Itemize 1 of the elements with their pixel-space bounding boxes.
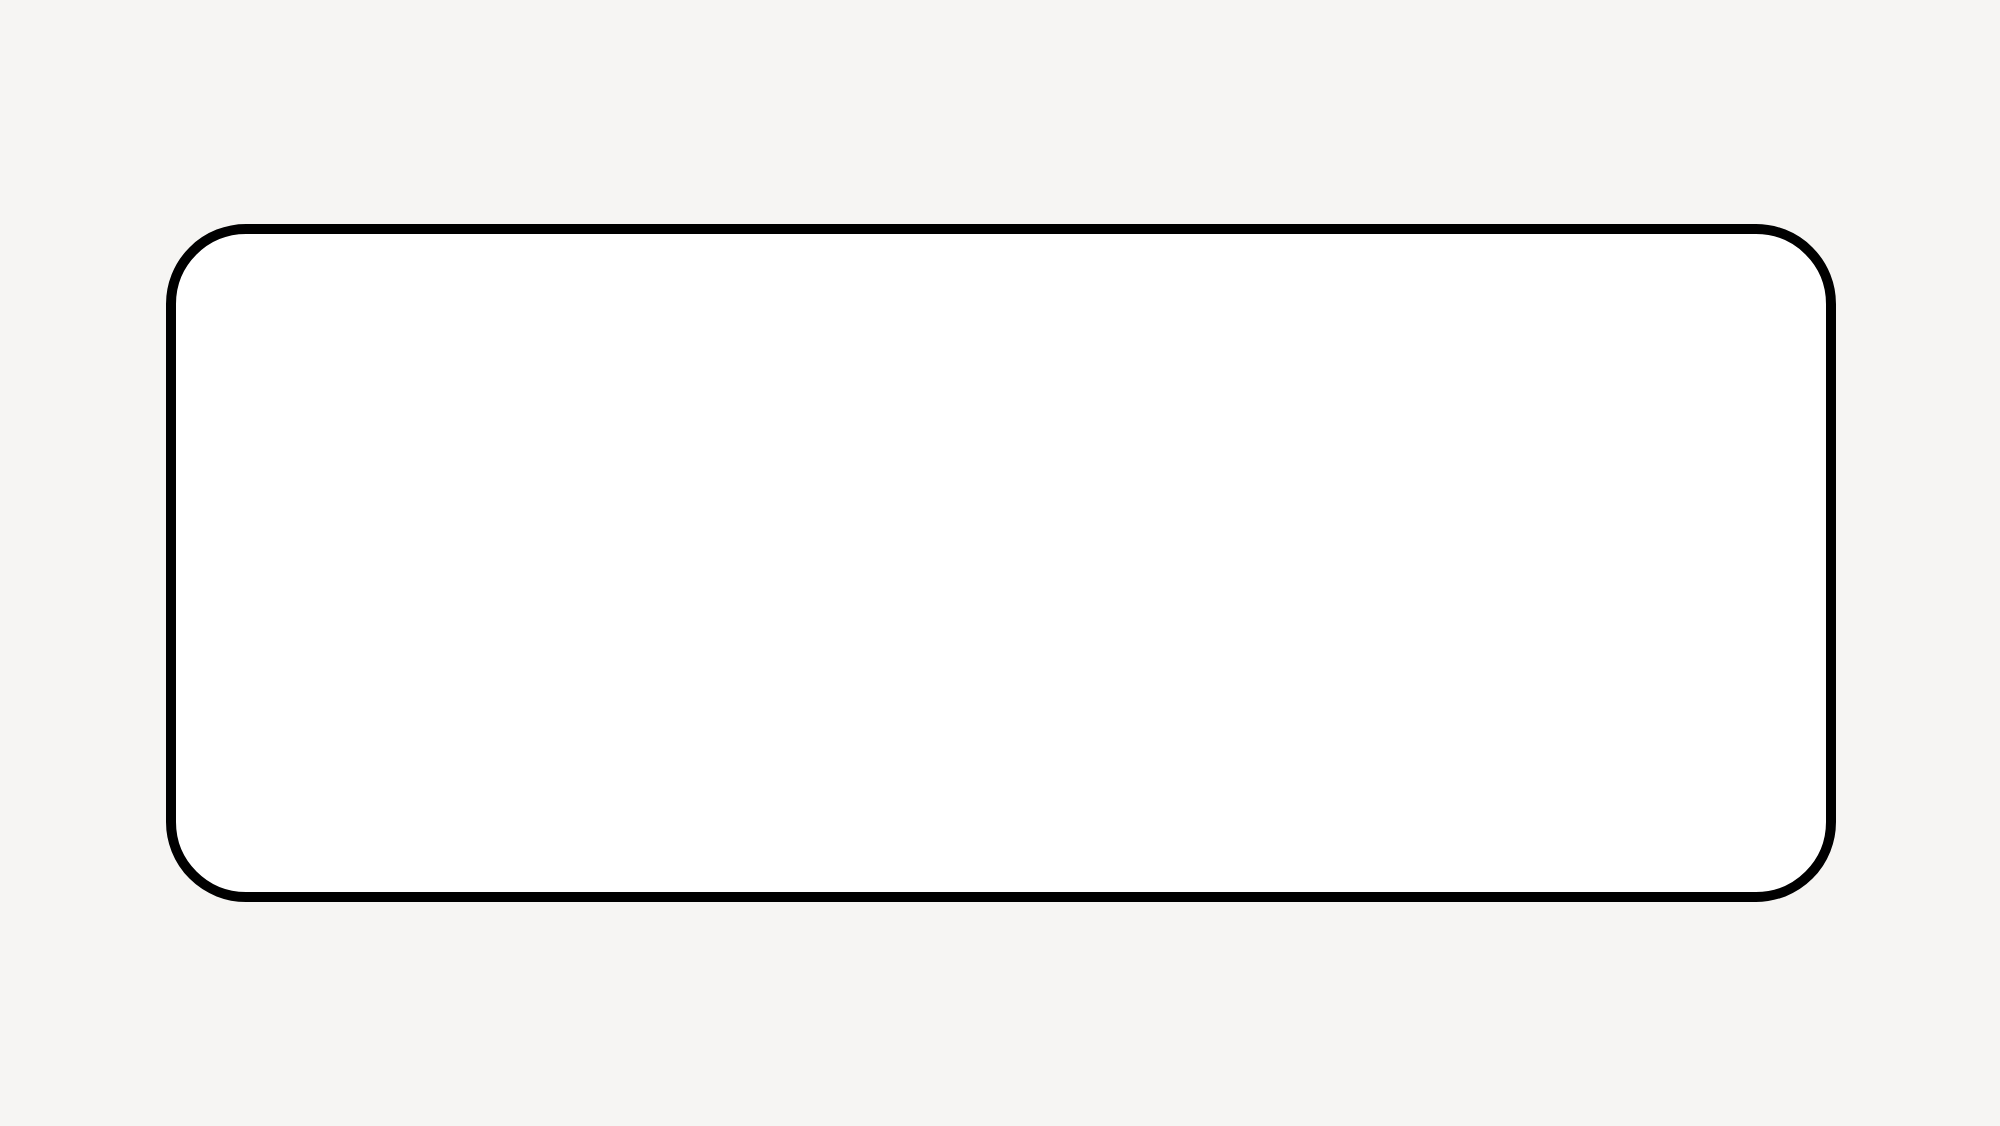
empty-rounded-box — [166, 224, 1836, 902]
